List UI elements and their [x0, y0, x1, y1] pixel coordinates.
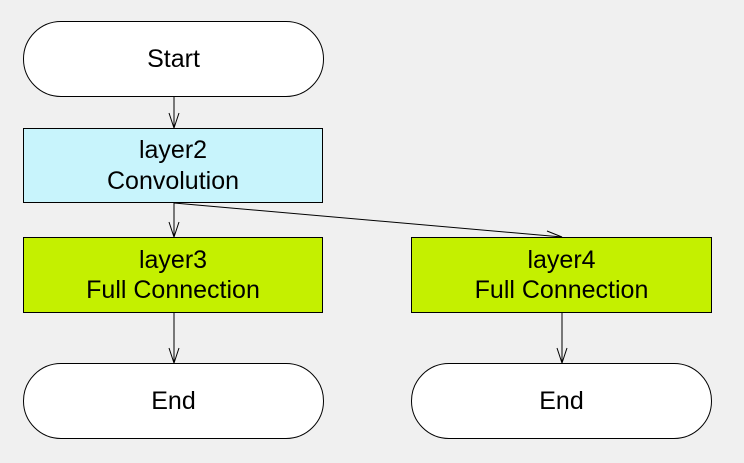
edge-layer2-to-layer4 — [173, 202, 563, 240]
start-node: Start — [23, 21, 324, 97]
edge-layer2-to-layer3 — [168, 203, 180, 239]
start-node-label: Start — [147, 44, 200, 73]
edge-layer4-to-end-right — [556, 313, 568, 365]
layer4-full-connection-node: layer4 Full Connection — [411, 237, 712, 313]
end-left-node-label: End — [151, 386, 196, 415]
edge-start-to-layer2 — [168, 97, 180, 130]
layer3-name-label: layer3 — [138, 245, 208, 274]
layer4-type-label: Full Connection — [474, 276, 649, 304]
layer2-convolution-node: layer2 Convolution — [23, 128, 323, 203]
layer3-full-connection-node: layer3 Full Connection — [23, 237, 323, 313]
layer2-type-label: Convolution — [106, 166, 240, 195]
edge-layer3-to-end-left — [168, 313, 180, 365]
end-right-node-label: End — [539, 386, 584, 415]
layer4-name-label: layer4 — [527, 245, 596, 274]
end-left-node: End — [23, 363, 324, 439]
layer2-name-label: layer2 — [138, 136, 208, 164]
end-right-node: End — [411, 363, 712, 439]
layer3-type-label: Full Connection — [86, 276, 260, 304]
